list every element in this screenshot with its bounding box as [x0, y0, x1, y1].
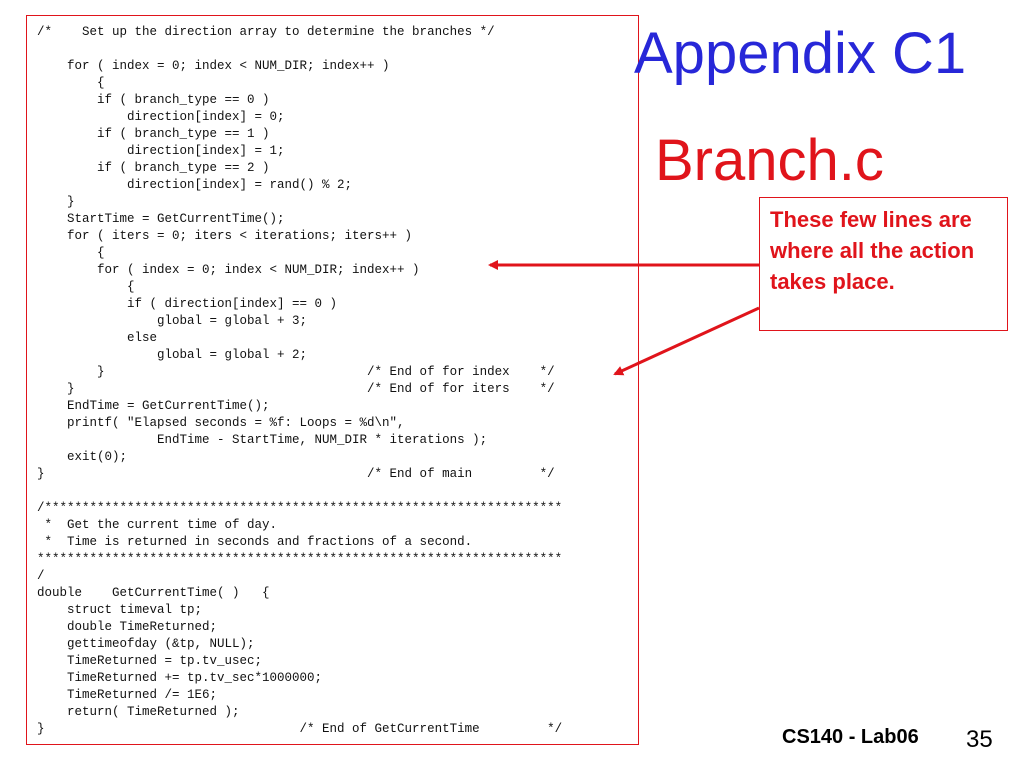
code-line: direction[index] = 0;: [37, 110, 285, 124]
code-line: if ( branch_type == 0 ): [37, 93, 270, 107]
code-line: else: [37, 331, 158, 345]
code-line: double TimeReturned;: [37, 620, 218, 634]
code-line: gettimeofday (&tp, NULL);: [37, 637, 255, 651]
code-line: for ( iters = 0; iters < iterations; ite…: [37, 229, 413, 243]
code-line: }: [37, 195, 75, 209]
code-line: if ( direction[index] == 0 ): [37, 297, 338, 311]
code-line: * Time is returned in seconds and fracti…: [37, 535, 473, 549]
code-line: return( TimeReturned );: [37, 705, 240, 719]
code-line: StartTime = GetCurrentTime();: [37, 212, 285, 226]
code-line: } /* End of main */: [37, 467, 555, 481]
page-number: 35: [966, 726, 993, 753]
arrow-to-end-of-loop: [613, 306, 760, 376]
footer-course-label: CS140 - Lab06: [782, 726, 919, 748]
code-line: global = global + 2;: [37, 348, 308, 362]
code-line: {: [37, 246, 105, 260]
code-line: for ( index = 0; index < NUM_DIR; index+…: [37, 59, 390, 73]
code-line: global = global + 3;: [37, 314, 308, 328]
code-line: if ( branch_type == 1 ): [37, 127, 270, 141]
code-line: /* Set up the direction array to determi…: [37, 25, 495, 39]
callout-box: These few lines are where all the action…: [759, 197, 1008, 331]
code-listing-box: /* Set up the direction array to determi…: [26, 15, 639, 745]
code-line: EndTime = GetCurrentTime();: [37, 399, 270, 413]
code-line: TimeReturned += tp.tv_sec*1000000;: [37, 671, 323, 685]
code-line: TimeReturned /= 1E6;: [37, 688, 218, 702]
code-line: } /* End of GetCurrentTime */: [37, 722, 563, 736]
code-line: EndTime - StartTime, NUM_DIR * iteration…: [37, 433, 488, 447]
code-line: ****************************************…: [37, 552, 563, 566]
code-line: {: [37, 280, 135, 294]
code-line: * Get the current time of day.: [37, 518, 278, 532]
code-line: if ( branch_type == 2 ): [37, 161, 270, 175]
code-line: /***************************************…: [37, 501, 563, 515]
code-line: } /* End of for index */: [37, 365, 555, 379]
slide-title: Appendix C1: [634, 21, 967, 86]
code-line: exit(0);: [37, 450, 128, 464]
code-line: printf( "Elapsed seconds = %f: Loops = %…: [37, 416, 405, 430]
code-line: direction[index] = rand() % 2;: [37, 178, 353, 192]
code-line: } /* End of for iters */: [37, 382, 555, 396]
code-line: for ( index = 0; index < NUM_DIR; index+…: [37, 263, 420, 277]
code-line: double GetCurrentTime( ) {: [37, 586, 270, 600]
code-line: TimeReturned = tp.tv_usec;: [37, 654, 263, 668]
code-listing: /* Set up the direction array to determi…: [37, 24, 562, 738]
code-line: struct timeval tp;: [37, 603, 203, 617]
code-line: /: [37, 569, 45, 583]
code-line: {: [37, 76, 105, 90]
slide-subtitle: Branch.c: [655, 128, 884, 193]
code-line: direction[index] = 1;: [37, 144, 285, 158]
callout-text: These few lines are where all the action…: [770, 207, 975, 294]
